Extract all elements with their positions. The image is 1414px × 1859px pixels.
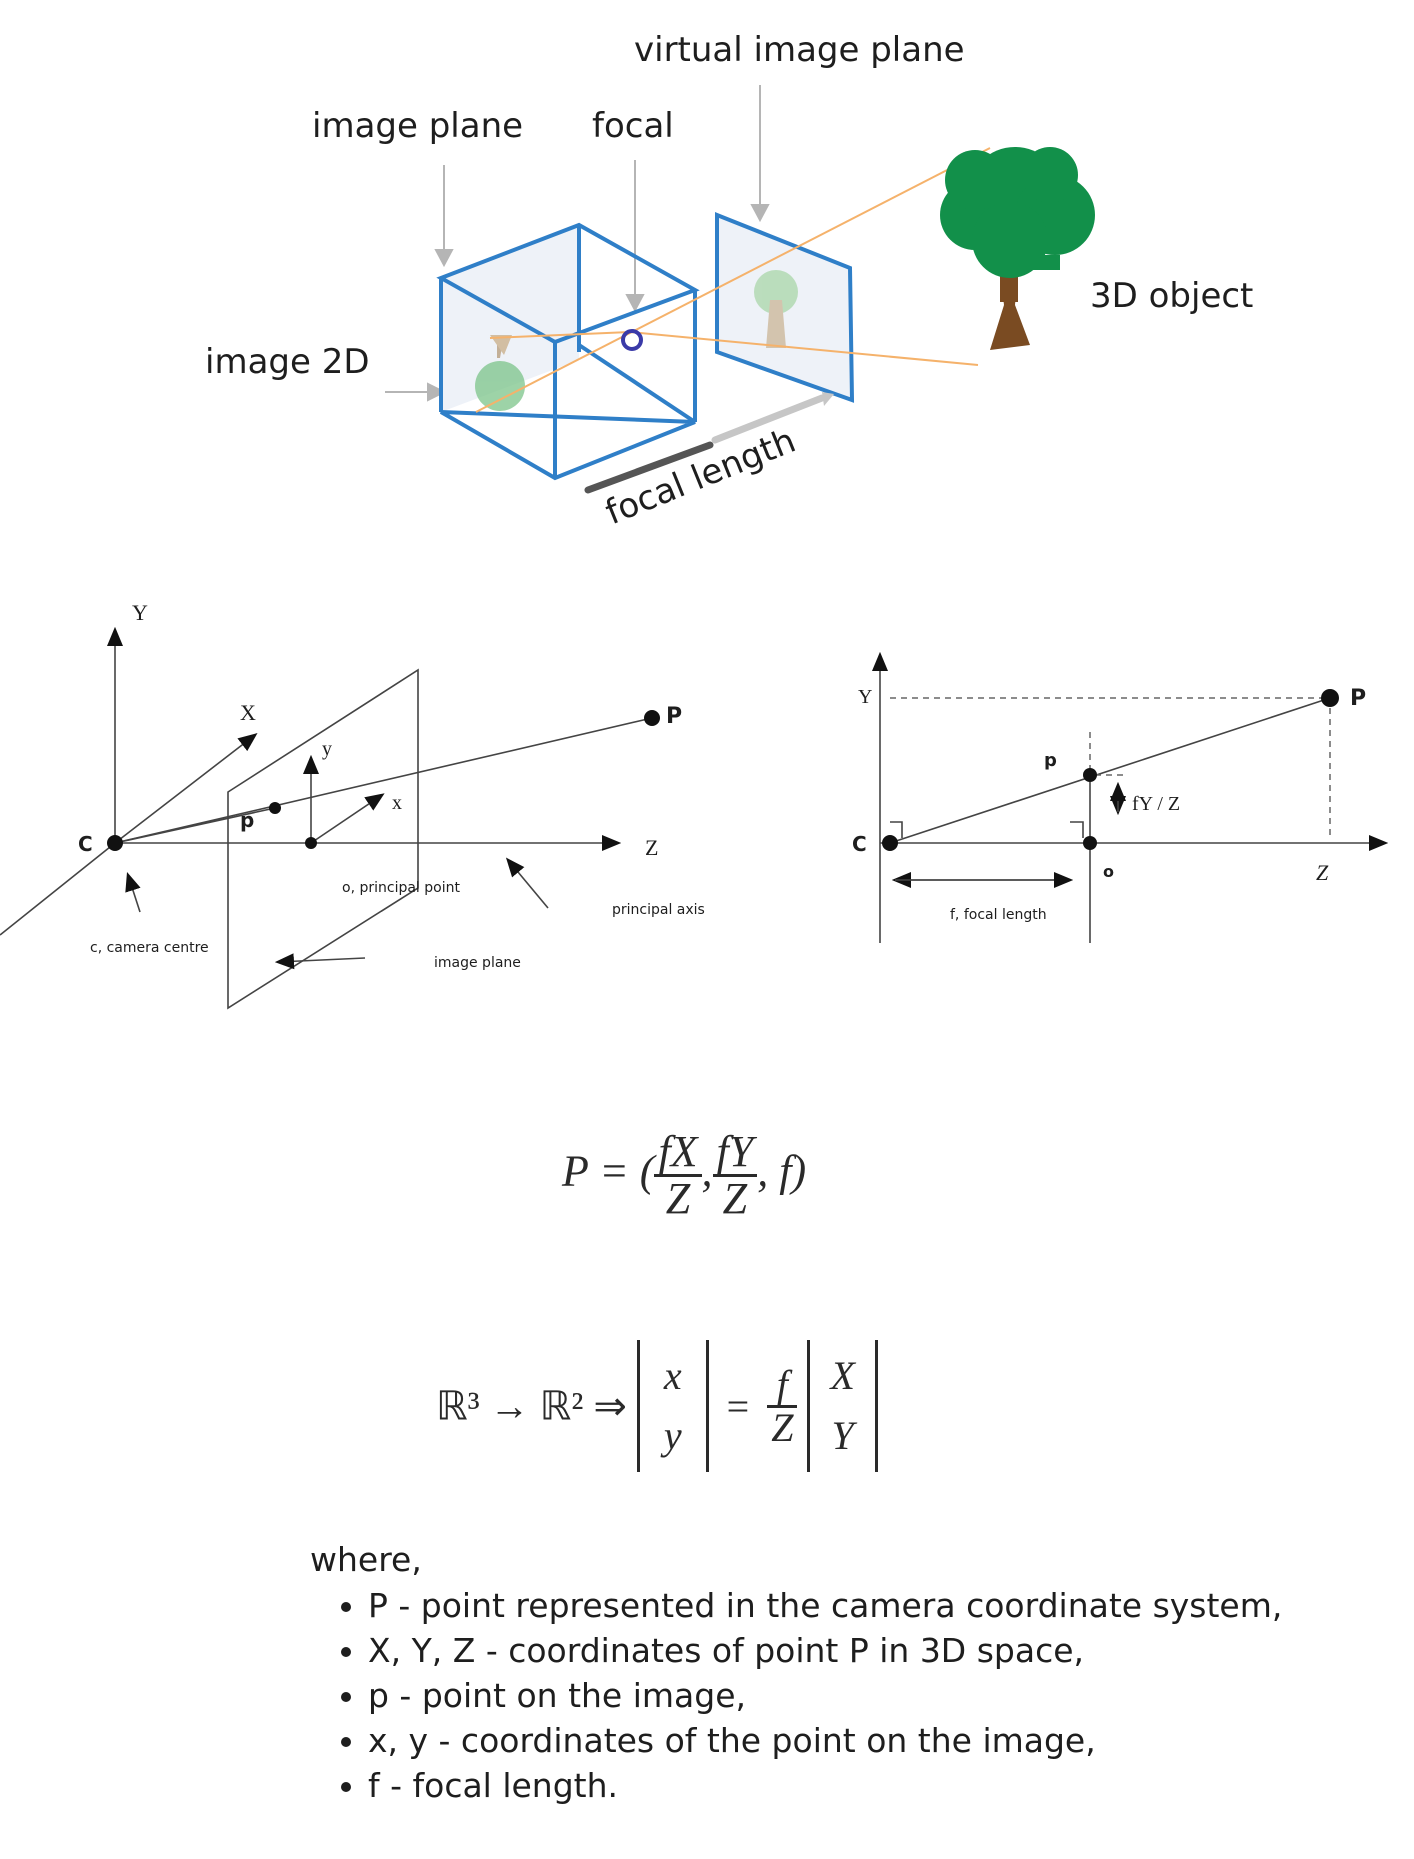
- legend-item: X, Y, Z - coordinates of point P in 3D s…: [368, 1628, 1282, 1673]
- pinhole-img-y: y: [322, 738, 332, 760]
- pinhole-axis-x: X: [240, 700, 256, 725]
- eq-map-lhs: ℝ³ → ℝ² ⇒: [436, 1383, 627, 1429]
- eq-p-lhs: P = (: [562, 1146, 655, 1196]
- eq-comma: ,: [701, 1146, 713, 1196]
- legend-item: P - point represented in the camera coor…: [368, 1583, 1282, 1628]
- side-point-p: p: [1044, 750, 1057, 771]
- pinhole-point-p: p: [240, 808, 255, 832]
- virtual-image-plane-label: virtual image plane: [634, 30, 965, 70]
- eq-vector-xy: x y: [636, 1340, 709, 1472]
- pinhole-axis-z: Z: [645, 835, 659, 860]
- eq-tail: , f): [757, 1146, 807, 1196]
- side-axis-y: Y: [858, 686, 873, 708]
- side-camera-c: C: [852, 832, 867, 856]
- eq-vector-XY: X Y: [807, 1340, 878, 1472]
- legend-item: p - point on the image,: [368, 1673, 1282, 1718]
- side-point-P: P: [1350, 686, 1367, 711]
- legend-list: P - point represented in the camera coor…: [310, 1583, 1282, 1808]
- legend-item: f - focal length.: [368, 1763, 1282, 1808]
- image-2d-label: image 2D: [205, 342, 370, 382]
- pinhole-point-P: P: [666, 704, 683, 729]
- camera-centre-label: c, camera centre: [90, 940, 209, 956]
- focal-label: focal: [592, 106, 674, 146]
- camera-illustration: [385, 85, 1095, 494]
- side-point-o: o: [1103, 862, 1114, 881]
- pinhole-img-x: x: [392, 792, 402, 814]
- 3d-object-label: 3D object: [1090, 276, 1254, 316]
- legend: where, P - point represented in the came…: [310, 1540, 1282, 1808]
- pinhole-diagram: [0, 626, 660, 1010]
- image-plane-label: image plane: [312, 106, 524, 146]
- side-focal-length-label: f, focal length: [950, 907, 1047, 923]
- principal-axis-label: principal axis: [612, 902, 705, 918]
- legend-intro: where,: [310, 1540, 422, 1579]
- pinhole-axis-y: Y: [132, 600, 148, 625]
- principal-point-label: o, principal point: [342, 880, 460, 896]
- eq-equals: =: [726, 1383, 750, 1429]
- side-axis-z: Z: [1316, 860, 1329, 885]
- pinhole-camera-c: C: [78, 832, 93, 856]
- legend-item: x, y - coordinates of the point on the i…: [368, 1718, 1282, 1763]
- fy-over-z-label: fY / Z: [1132, 793, 1181, 815]
- pinhole-image-plane-label: image plane: [434, 955, 521, 971]
- side-view-diagram: [872, 651, 1389, 943]
